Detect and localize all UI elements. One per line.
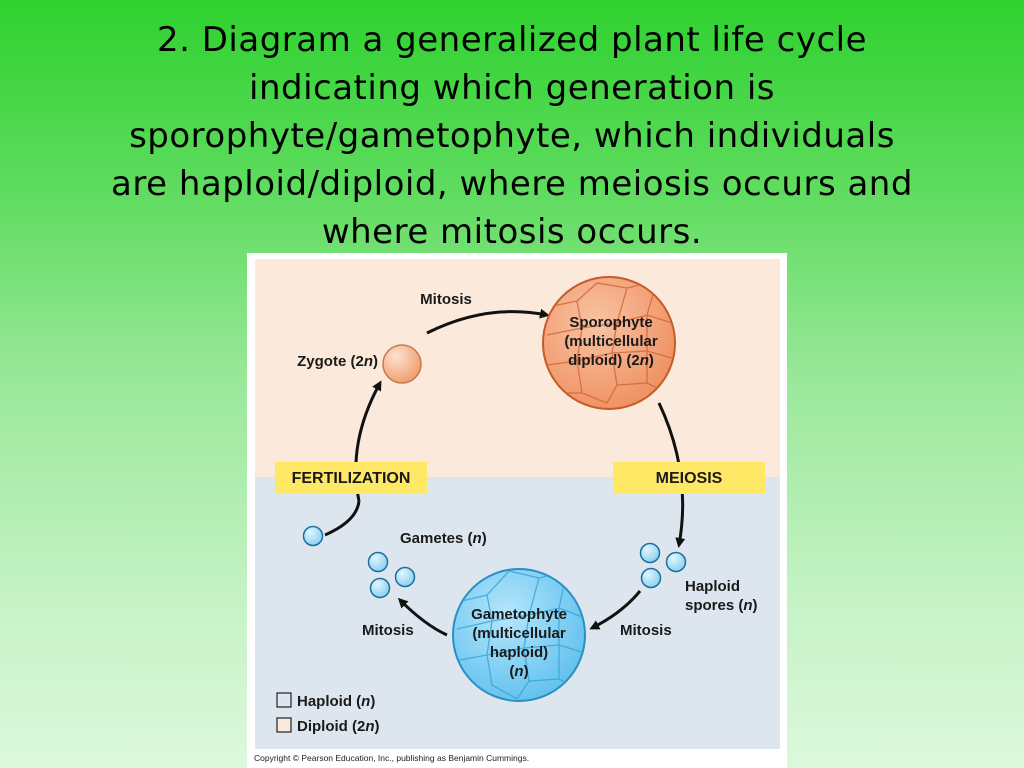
spore-cell: [665, 551, 687, 573]
gamete-cell: [369, 577, 391, 599]
zygote-label: Zygote (2n): [297, 353, 378, 370]
mitosis-top-label: Mitosis: [420, 291, 472, 308]
sporophyte-circle: [542, 276, 676, 410]
mitosis-top-arrow: [426, 308, 550, 335]
fertilization-label: FERTILIZATION: [292, 470, 411, 487]
legend-diploid-label: Diploid (2n): [297, 718, 380, 735]
diploid-zone: [255, 259, 780, 477]
sporophyte-label-line: diploid) (2n): [568, 352, 654, 369]
gametophyte-label-line: (multicellular: [472, 625, 566, 642]
gametophyte-label-line: (n): [509, 663, 528, 680]
gamete-cell: [394, 566, 416, 588]
gametes-label: Gametes (n): [400, 530, 487, 547]
life-cycle-diagram: FERTILIZATION MEIOSIS Mitosis Sporophyte…: [254, 259, 780, 763]
fertilization-box: [275, 462, 427, 494]
mitosis-left-arrow: [397, 597, 448, 637]
legend-haploid-label: Haploid (n): [297, 693, 375, 710]
haploid-spores-label-line: Haploid: [685, 578, 740, 595]
life-cycle-figure: FERTILIZATION MEIOSIS Mitosis Sporophyte…: [247, 253, 787, 768]
gametophyte-label-line: Gametophyte: [471, 606, 567, 623]
title-line: indicating which generation is: [249, 68, 775, 108]
mitosis-right-label: Mitosis: [620, 622, 672, 639]
gametophyte-label-line: haploid): [490, 644, 548, 661]
spore-cell: [639, 542, 661, 564]
title-line: are haploid/diploid, where meiosis occur…: [111, 164, 913, 204]
gamete-cell: [302, 525, 324, 547]
gamete-cell: [367, 551, 389, 573]
mitosis-left-label: Mitosis: [362, 622, 414, 639]
title-line: where mitosis occurs.: [321, 212, 703, 252]
sporophyte-label-line: (multicellular: [564, 333, 658, 350]
title-line: 2. Diagram a generalized plant life cycl…: [156, 20, 867, 60]
zygote-cell: [382, 344, 422, 384]
spore-cell: [640, 567, 662, 589]
gamete-join-line: [324, 500, 361, 537]
slide-title: 2. Diagram a generalized plant life cycl…: [60, 16, 964, 256]
copyright-text: Copyright © Pearson Education, Inc., pub…: [254, 753, 529, 763]
title-line: sporophyte/gametophyte, which individual…: [129, 116, 895, 156]
sporophyte-label-line: Sporophyte: [569, 314, 652, 331]
meiosis-label: MEIOSIS: [656, 470, 723, 487]
legend-diploid-swatch: [276, 717, 292, 733]
haploid-spores-label-line: spores (n): [685, 597, 758, 614]
legend-haploid-swatch: [276, 692, 292, 708]
meiosis-box: [613, 462, 765, 494]
gametophyte-circle: [452, 568, 586, 702]
mitosis-right-arrow: [589, 590, 642, 630]
